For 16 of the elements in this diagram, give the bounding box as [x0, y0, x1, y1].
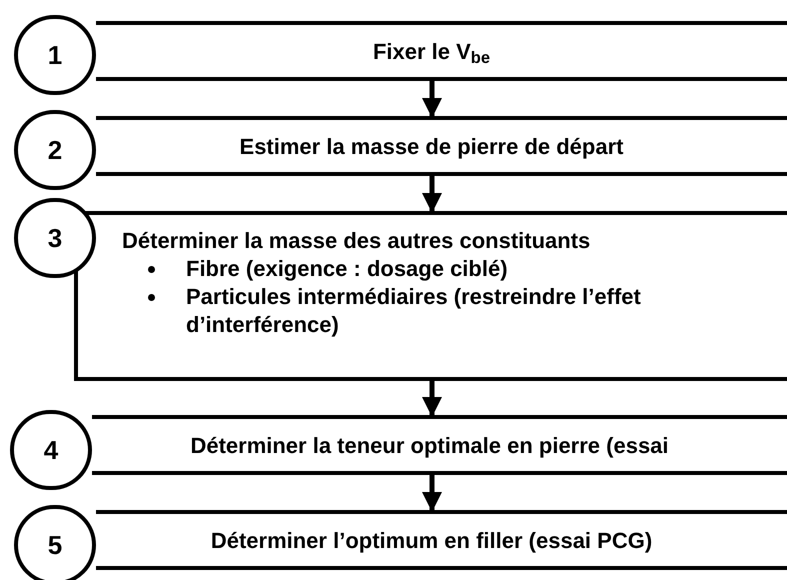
arrow	[422, 381, 442, 417]
step-band	[74, 211, 787, 381]
arrow	[422, 176, 442, 213]
step-text: Fixer le V$_{be}$	[372, 38, 490, 68]
step-text: Déterminer la masse des autres constituants	[122, 227, 592, 255]
step-text: Estimer la masse de pierre de départ	[240, 132, 624, 161]
step-band	[96, 510, 787, 570]
step-text: Déterminer l’optimum en filler (essai PCG)	[210, 526, 652, 555]
arrow	[422, 475, 442, 512]
step-band	[92, 415, 787, 475]
step-text: Déterminer la teneur optimale en pierre (essai	[190, 432, 669, 460]
bullet-text: Particules intermédiaires (restreindre l’effet d’interférence)	[186, 283, 642, 339]
step-band	[96, 116, 787, 176]
step-band	[96, 21, 787, 81]
bullet-text: Fibre (exigence : dosage ciblé)	[186, 255, 509, 283]
arrow	[422, 81, 442, 118]
